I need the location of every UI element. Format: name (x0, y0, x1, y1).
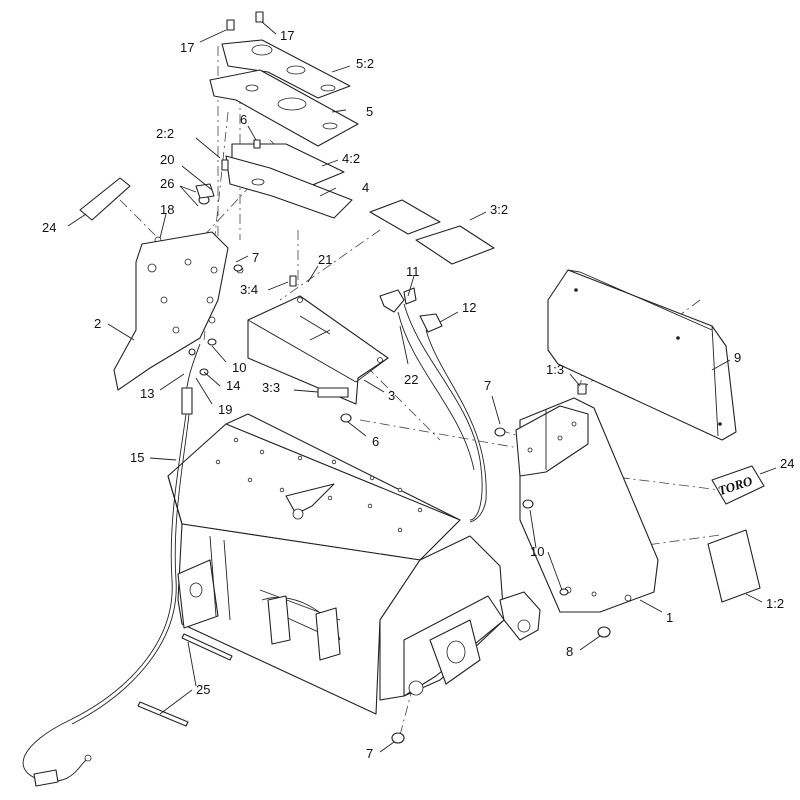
callout-3-2: 3:2 (490, 202, 508, 217)
callout-10-right: 10 (530, 544, 544, 559)
callout-labels: 17 17 5:2 5 6 2:2 4:2 20 4 26 18 24 3:2 … (42, 28, 794, 761)
part-15-cable (22, 343, 201, 787)
part-3-3-label (317, 387, 349, 398)
part-5-plate (209, 69, 359, 147)
part-9-panel (547, 269, 737, 441)
callout-17-right: 17 (280, 28, 294, 43)
callout-21: 21 (318, 252, 332, 267)
part-11-switch (379, 287, 417, 313)
callout-15: 15 (130, 450, 144, 465)
part-4-shield (225, 155, 353, 219)
callout-3-3: 3:3 (262, 380, 280, 395)
callout-8: 8 (566, 644, 573, 659)
callout-4-2: 4:2 (342, 151, 360, 166)
callout-1-3: 1:3 (546, 362, 564, 377)
callout-4: 4 (362, 180, 369, 195)
callout-2-2: 2:2 (156, 126, 174, 141)
callout-3-4: 3:4 (240, 282, 258, 297)
callout-20: 20 (160, 152, 174, 167)
part-1-3-bracket (515, 405, 589, 477)
callout-11: 11 (406, 264, 420, 279)
decal-24-left (79, 177, 131, 221)
callout-22: 22 (404, 372, 418, 387)
callout-17-left: 17 (180, 40, 194, 55)
callout-6-top: 6 (240, 112, 247, 127)
nuts-and-bolts (188, 264, 611, 744)
callout-1: 1 (666, 610, 673, 625)
callout-13: 13 (140, 386, 154, 401)
callout-9: 9 (734, 350, 741, 365)
callout-24-right: 24 (780, 456, 794, 471)
callout-7-bottom: 7 (366, 746, 373, 761)
part-2-bracket (113, 231, 244, 391)
callout-18: 18 (160, 202, 174, 217)
callout-2: 2 (94, 316, 101, 331)
callout-5-2: 5:2 (356, 56, 374, 71)
main-frame (167, 413, 541, 715)
callout-10-left: 10 (232, 360, 246, 375)
decal-24-logo: TORO (711, 465, 765, 505)
callout-26: 26 (160, 176, 174, 191)
switch-cables (397, 303, 487, 523)
part-25-cable-ties (137, 633, 233, 727)
callout-7-upper: 7 (252, 250, 259, 265)
decal-3-2 (369, 199, 495, 265)
callout-19: 19 (218, 402, 232, 417)
callout-24-left: 24 (42, 220, 56, 235)
callout-12: 12 (462, 300, 476, 315)
callout-7-right: 7 (484, 378, 491, 393)
callout-5: 5 (366, 104, 373, 119)
decal-1-2 (707, 529, 761, 603)
leader-lines (67, 21, 777, 753)
part-3-mount-plate (247, 295, 389, 405)
callout-1-2: 1:2 (766, 596, 784, 611)
callout-14: 14 (226, 378, 240, 393)
part-5-2-gasket (221, 39, 351, 99)
part-12-switch (419, 313, 443, 333)
callout-6-lower: 6 (372, 434, 379, 449)
callout-3: 3 (388, 388, 395, 403)
callout-25: 25 (196, 682, 210, 697)
